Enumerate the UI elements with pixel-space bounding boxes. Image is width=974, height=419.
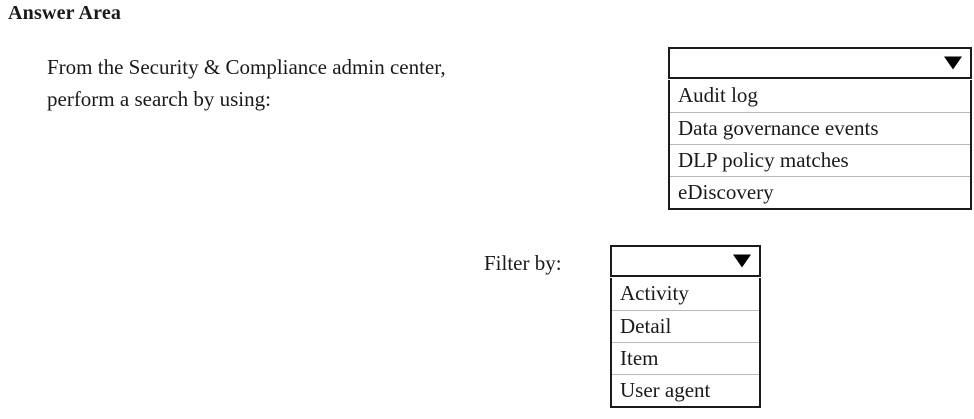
dropdown-option-audit-log[interactable]: Audit log	[678, 83, 758, 107]
dropdown-search-type-options: Audit log Data governance events DLP pol…	[668, 80, 972, 210]
dropdown-filter-by[interactable]: Activity Detail Item User agent	[610, 245, 761, 408]
dropdown-filter-by-options: Activity Detail Item User agent	[610, 278, 761, 408]
dropdown-option-item[interactable]: Item	[612, 342, 759, 374]
dropdown-option-user-agent[interactable]: User agent	[612, 374, 759, 406]
dropdown-search-type[interactable]: Audit log Data governance events DLP pol…	[668, 47, 972, 210]
dropdown-filter-by-header[interactable]	[610, 245, 761, 277]
dropdown-option-detail[interactable]: Detail	[612, 310, 759, 342]
dropdown-option-dlp-policy-matches[interactable]: DLP policy matches	[670, 144, 970, 176]
chevron-down-icon[interactable]	[944, 56, 962, 70]
dropdown-option-activity[interactable]: Activity	[620, 281, 689, 305]
dropdown-search-type-header[interactable]	[668, 47, 972, 79]
dropdown-option-ediscovery[interactable]: eDiscovery	[670, 176, 970, 208]
dropdown-option-data-governance-events[interactable]: Data governance events	[670, 112, 970, 144]
question-prompt-text: From the Security & Compliance admin cen…	[47, 55, 446, 111]
page-title: Answer Area	[8, 2, 122, 24]
filter-by-label: Filter by:	[484, 251, 562, 275]
chevron-down-icon[interactable]	[733, 254, 751, 268]
